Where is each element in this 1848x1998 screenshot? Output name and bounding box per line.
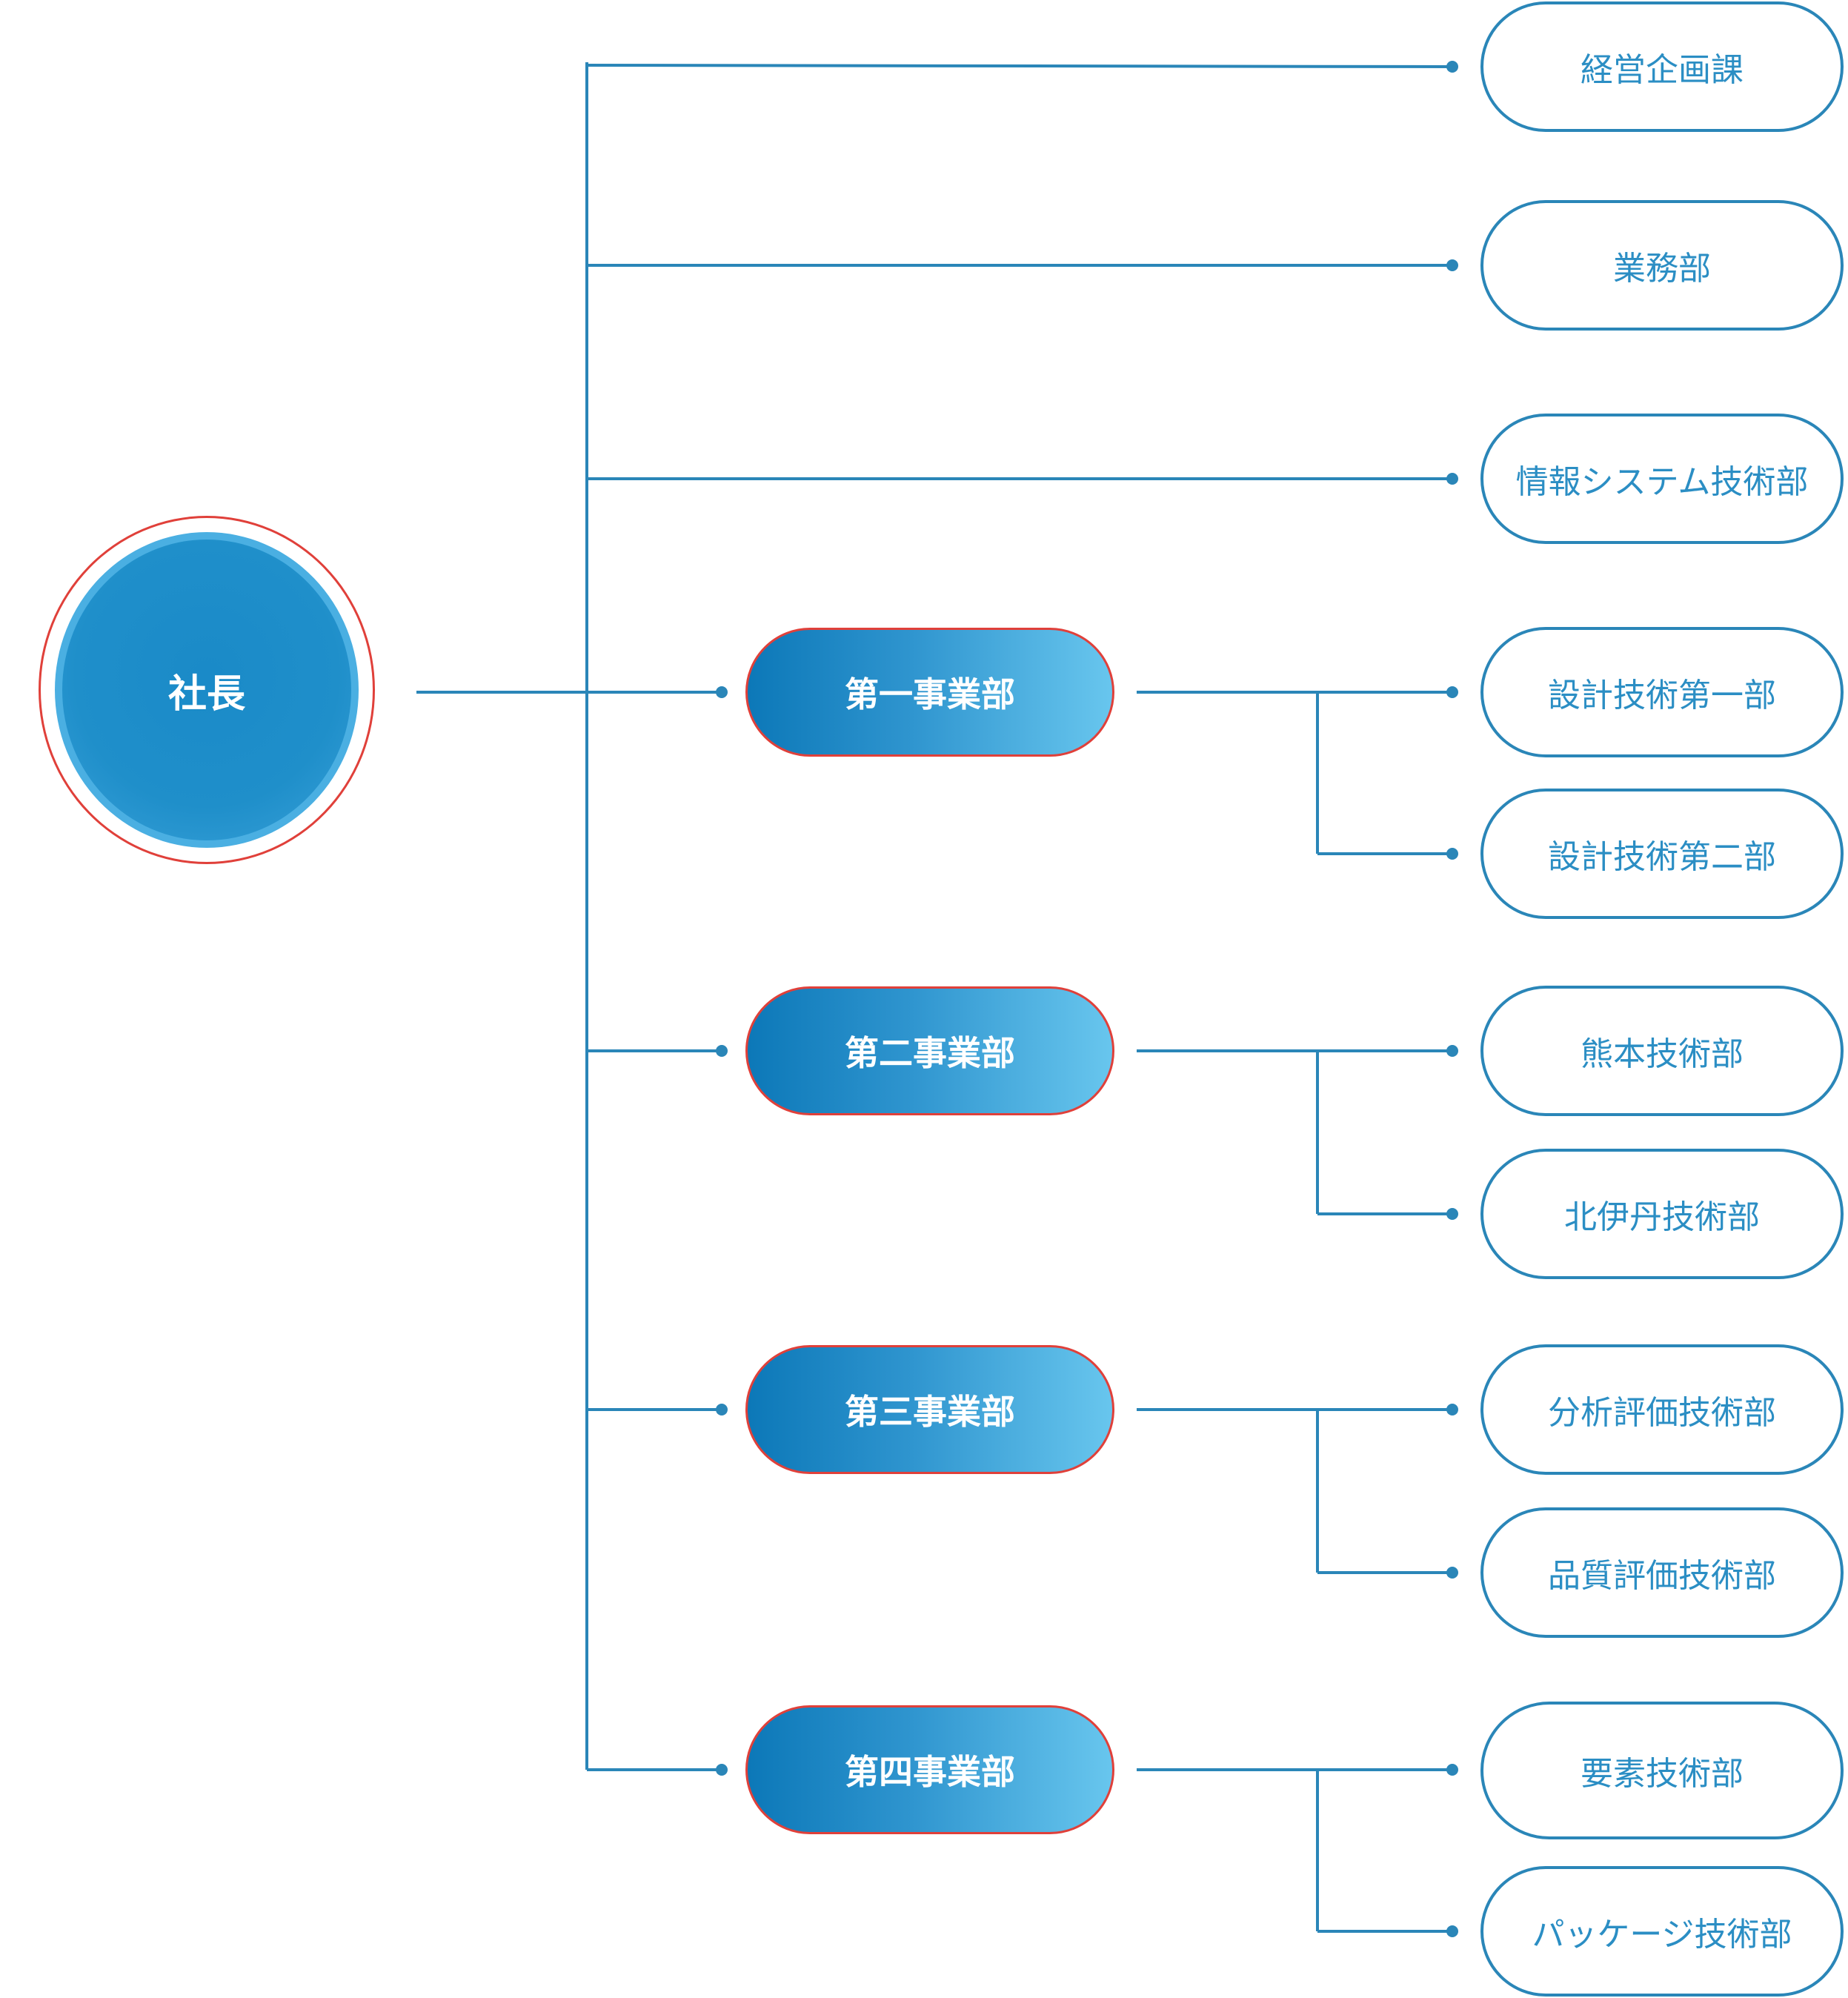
department-node: 経営企画課 bbox=[1480, 1, 1844, 132]
department-node: 設計技術第二部 bbox=[1480, 789, 1844, 919]
department-node: 熊本技術部 bbox=[1480, 986, 1844, 1116]
connector-dot bbox=[716, 686, 728, 698]
department-node: 要素技術部 bbox=[1480, 1702, 1844, 1839]
connector-dot bbox=[1446, 1404, 1458, 1415]
connector-dot bbox=[1446, 848, 1458, 860]
president-node: 社長 bbox=[55, 532, 359, 848]
department-node: 品質評価技術部 bbox=[1480, 1507, 1844, 1638]
connector-dot bbox=[716, 1764, 728, 1776]
connector-dot bbox=[716, 1404, 728, 1415]
connector-dot bbox=[1446, 259, 1458, 271]
division-node-2: 第二事業部 bbox=[745, 986, 1114, 1115]
connector-dot bbox=[1446, 61, 1458, 73]
department-node: 分析評価技術部 bbox=[1480, 1344, 1844, 1475]
connector-dot bbox=[1446, 1567, 1458, 1579]
division-node-4: 第四事業部 bbox=[745, 1705, 1114, 1834]
connector-dot bbox=[1446, 1925, 1458, 1937]
connector-dot bbox=[1446, 1208, 1458, 1220]
division-node-1: 第一事業部 bbox=[745, 628, 1114, 757]
connector-dot bbox=[1446, 473, 1458, 485]
department-node: 設計技術第一部 bbox=[1480, 627, 1844, 757]
connector-dot bbox=[716, 1045, 728, 1057]
connector-dot bbox=[1446, 1764, 1458, 1776]
division-node-3: 第三事業部 bbox=[745, 1345, 1114, 1474]
connector-dot bbox=[1446, 686, 1458, 698]
connector-dot bbox=[1446, 1045, 1458, 1057]
department-node: 情報システム技術部 bbox=[1480, 414, 1844, 544]
branch-line bbox=[586, 64, 1453, 68]
department-node: 北伊丹技術部 bbox=[1480, 1149, 1844, 1279]
department-node: パッケージ技術部 bbox=[1480, 1866, 1844, 1997]
department-node: 業務部 bbox=[1480, 200, 1844, 331]
